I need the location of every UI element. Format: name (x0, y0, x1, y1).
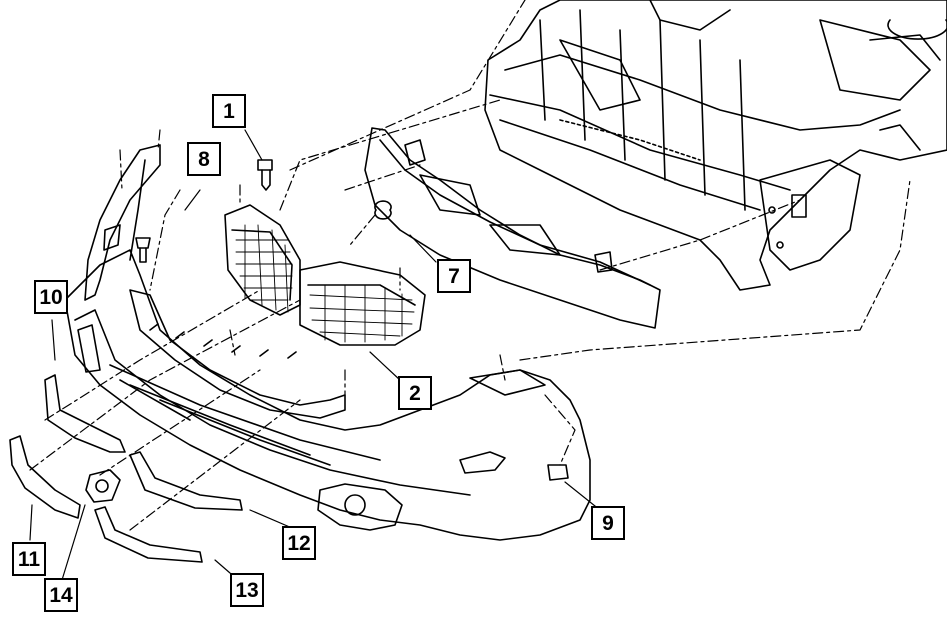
callout-9: 9 (591, 506, 625, 540)
callout-14: 14 (44, 578, 78, 612)
fasteners (135, 159, 569, 481)
callout-11: 11 (12, 542, 46, 576)
bumper-energy-absorber (364, 127, 661, 329)
callout-10: 10 (34, 280, 68, 314)
callout-12: 12 (282, 526, 316, 560)
fascia-support-bracket (84, 144, 161, 301)
lower-moldings (9, 374, 243, 563)
callout-7: 7 (437, 259, 471, 293)
front-bumper-fascia (64, 249, 591, 541)
vehicle-front-structure (484, 0, 947, 291)
callout-13: 13 (230, 573, 264, 607)
callout-8: 8 (187, 142, 221, 176)
callout-1: 1 (212, 94, 246, 128)
grille-assembly (224, 204, 426, 346)
leader-lines (29, 0, 911, 531)
fascia-upper-retainer (129, 289, 346, 419)
callout-leaders (29, 129, 601, 581)
callout-2: 2 (398, 376, 432, 410)
